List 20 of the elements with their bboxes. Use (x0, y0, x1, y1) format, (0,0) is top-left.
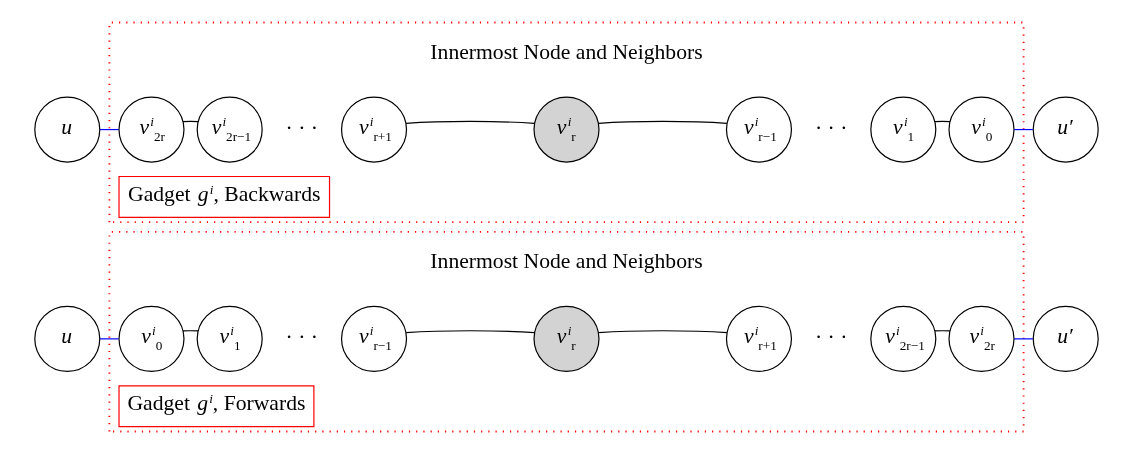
connector (598, 120, 728, 124)
node-circle: u (34, 96, 101, 163)
connector (1013, 128, 1034, 131)
label: Innermost Node and Neighbors (430, 249, 703, 274)
label: · · · (814, 325, 848, 350)
label: · · · (285, 325, 319, 350)
node-circle: u′ (1032, 305, 1099, 372)
label: · · · (814, 115, 848, 140)
connector (99, 128, 120, 131)
connector (1013, 338, 1034, 340)
connector (99, 338, 120, 340)
node-circle: u′ (1032, 96, 1099, 163)
label: · · · (285, 115, 319, 140)
connector (598, 330, 728, 334)
label: Innermost Node and Neighbors (430, 40, 703, 65)
connector (934, 330, 951, 332)
node-circle: u (34, 305, 101, 372)
connector (182, 330, 199, 332)
connector (405, 120, 535, 124)
connector (405, 330, 535, 334)
